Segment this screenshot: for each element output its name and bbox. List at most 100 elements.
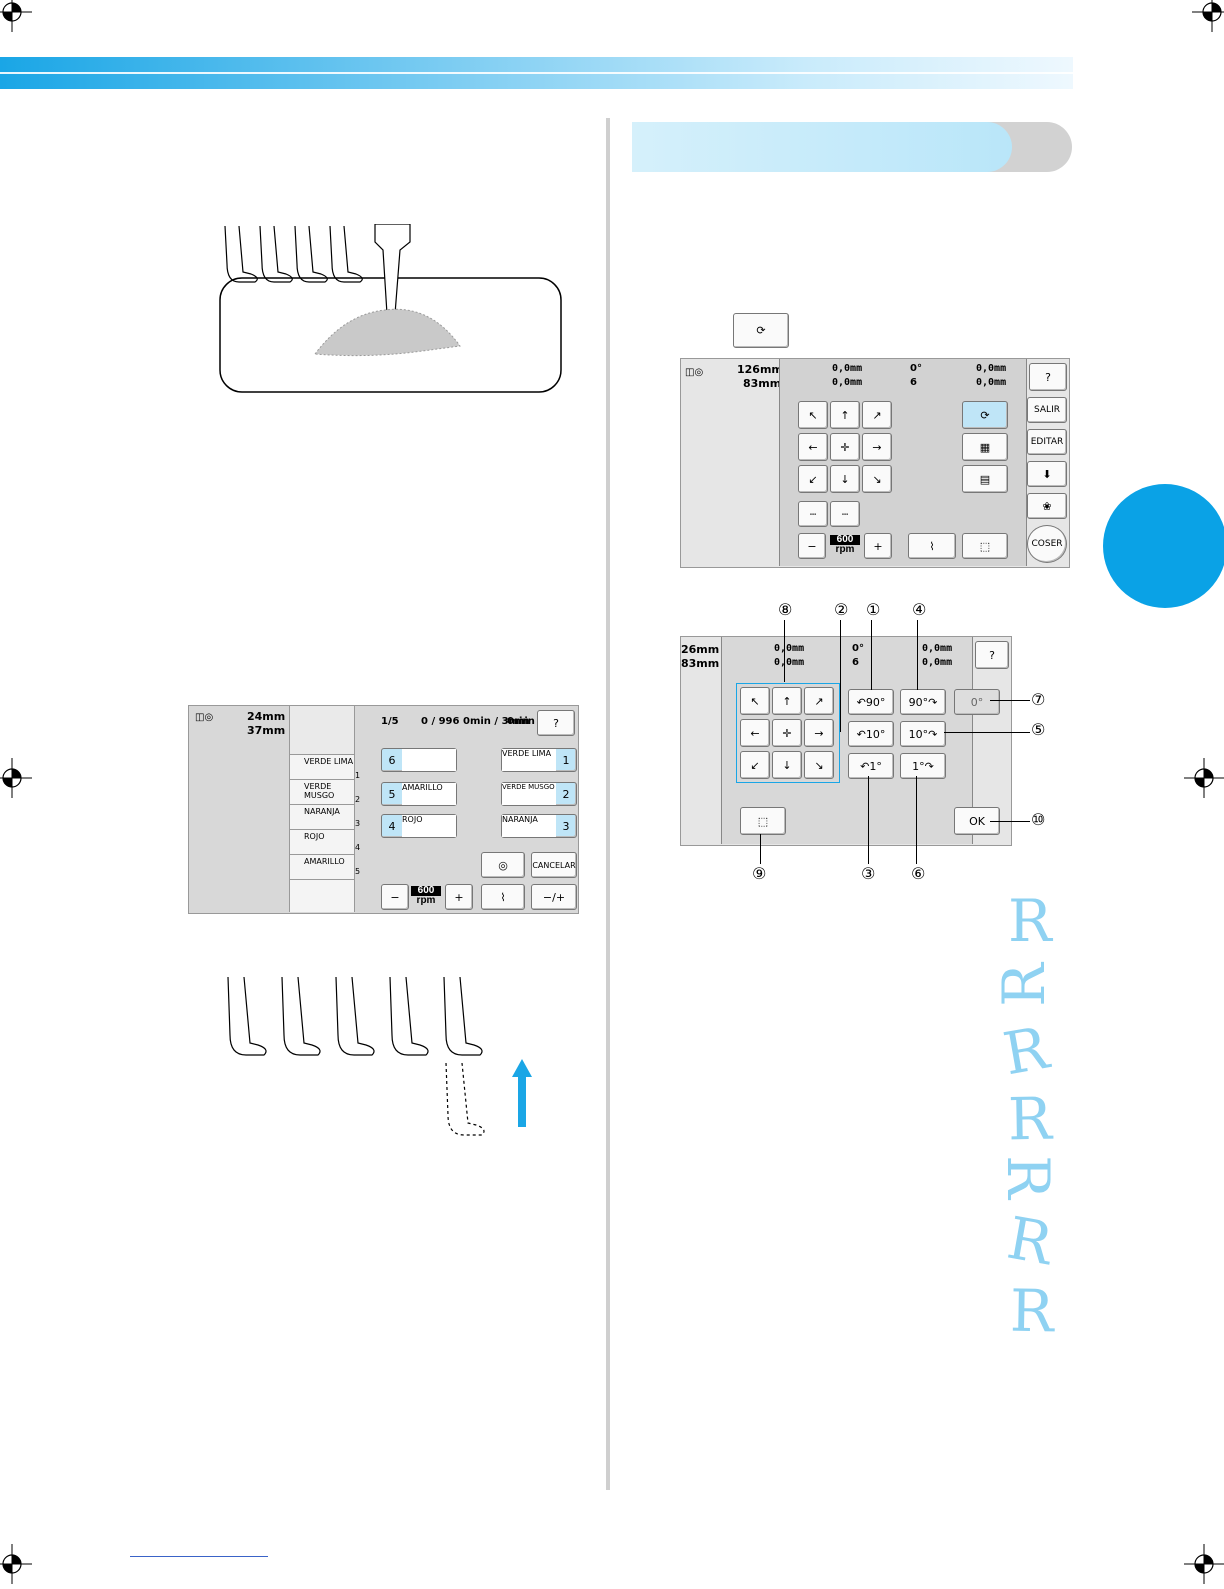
- callout-10: ⑩: [1031, 810, 1046, 829]
- speed-plus-button[interactable]: +: [864, 533, 892, 559]
- rotate-left-10-button[interactable]: ↶10°: [848, 721, 894, 747]
- rotate-right-90-button[interactable]: 90°↷: [900, 689, 946, 715]
- rotate-right-10-button[interactable]: 10°↷: [900, 721, 946, 747]
- move-down-button[interactable]: ↓: [830, 465, 860, 493]
- callout-9: ⑨: [752, 864, 767, 883]
- leader-line: [990, 700, 1030, 701]
- move-down-right-button[interactable]: ↘: [804, 751, 834, 779]
- memory-button[interactable]: ⬇: [1027, 461, 1067, 487]
- move-up-right-button[interactable]: ↗: [862, 401, 892, 429]
- color-order-numbers: 1 2 3 4 5: [355, 771, 361, 876]
- speed-minus-button[interactable]: −: [798, 533, 826, 559]
- move-left-button[interactable]: ←: [798, 433, 828, 461]
- move-down-right-button[interactable]: ↘: [862, 465, 892, 493]
- trim-icon[interactable]: ⌇: [481, 884, 525, 910]
- move-up-left-button[interactable]: ↖: [798, 401, 828, 429]
- crop-mark-bottom-right: [1184, 1544, 1224, 1584]
- needle-adjust-button[interactable]: −/+: [531, 884, 577, 910]
- hoop-icon: ◫◎: [685, 367, 704, 378]
- leader-line: [917, 620, 918, 690]
- thread-table-screen: ◫◎ 24mm 37mm VERDE LIMA VERDE MUSGO NARA…: [188, 705, 579, 914]
- help-button[interactable]: ?: [537, 710, 575, 736]
- move-up-left-button[interactable]: ↖: [740, 687, 770, 715]
- crop-mark-mid-left: [0, 758, 32, 798]
- increase-density-button[interactable]: ┄: [830, 501, 860, 527]
- move-right-button[interactable]: →: [862, 433, 892, 461]
- speed-minus-button[interactable]: −: [381, 884, 409, 910]
- rotation-sample-r: R: [1007, 1084, 1053, 1154]
- rotation-sample-r: R: [1009, 1276, 1055, 1346]
- color-list-item[interactable]: VERDE LIMA: [290, 755, 354, 780]
- callout-3: ③: [861, 864, 876, 883]
- embroidery-button[interactable]: ❀: [1027, 493, 1067, 519]
- rotation-sample-r: R: [1002, 1203, 1058, 1279]
- exit-button[interactable]: SALIR: [1027, 397, 1067, 423]
- rotate-left-90-button[interactable]: ↶90°: [848, 689, 894, 715]
- color-list-item[interactable]: ROJO: [290, 830, 354, 855]
- speed-plus-button[interactable]: +: [445, 884, 473, 910]
- crop-mark-top-left: [0, 0, 32, 32]
- leader-line: [760, 834, 761, 864]
- callout-7: ⑦: [1031, 690, 1046, 709]
- move-center-button[interactable]: ✛: [830, 433, 860, 461]
- size-width: 83mm: [681, 657, 720, 670]
- thread-spool-icon[interactable]: ◎: [481, 852, 525, 878]
- rotate-left-1-button[interactable]: ↶1°: [848, 753, 894, 779]
- help-button[interactable]: ?: [975, 641, 1009, 669]
- leader-line: [868, 776, 869, 864]
- needle-start-button[interactable]: ⌇: [908, 533, 956, 559]
- spool-position-6[interactable]: 6: [381, 748, 457, 772]
- move-down-left-button[interactable]: ↙: [740, 751, 770, 779]
- reset-angle-button[interactable]: 0°: [954, 689, 1000, 715]
- trial-button[interactable]: ⬚: [740, 807, 786, 835]
- leader-line: [840, 620, 841, 732]
- crop-mark-mid-right: [1184, 758, 1224, 798]
- needle-embroidery-illustration: [215, 223, 565, 396]
- rotate-panel: 0,0mm 0,0mm 0° 6 0,0mm 0,0mm ↖ ↑ ↗ ← ✛ →…: [721, 637, 1000, 844]
- rotation-angle: 0°: [852, 643, 864, 654]
- hoop-icon: ◫◎: [195, 712, 214, 723]
- multi-color-button[interactable]: ▤: [962, 465, 1008, 493]
- cancel-button[interactable]: CANCELAR: [531, 852, 577, 878]
- edit-button[interactable]: EDITAR: [1027, 429, 1067, 455]
- array-button[interactable]: ▦: [962, 433, 1008, 461]
- sew-button[interactable]: COSER: [1027, 525, 1067, 563]
- decrease-density-button[interactable]: ┄: [798, 501, 828, 527]
- rotation-sample-r: R: [1008, 887, 1052, 955]
- callout-1: ①: [866, 600, 881, 619]
- move-down-button[interactable]: ↓: [772, 751, 802, 779]
- rotate-button-icon[interactable]: ⟳: [733, 313, 789, 348]
- help-button[interactable]: ?: [1029, 363, 1067, 391]
- color-list-item[interactable]: NARANJA: [290, 805, 354, 830]
- move-up-button[interactable]: ↑: [830, 401, 860, 429]
- color-name: VERDE MUSGO: [304, 782, 335, 800]
- color-list-item[interactable]: VERDE MUSGO: [290, 780, 354, 805]
- rotation-angle: 0°: [910, 363, 922, 374]
- move-down-left-button[interactable]: ↙: [798, 465, 828, 493]
- move-right-button[interactable]: →: [804, 719, 834, 747]
- leader-line: [871, 620, 872, 690]
- color-list-item[interactable]: AMARILLO: [290, 855, 354, 880]
- density-a: 0,0mm: [976, 363, 1007, 374]
- move-up-right-button[interactable]: ↗: [804, 687, 834, 715]
- move-pad-group: [736, 683, 840, 783]
- rotate-button[interactable]: ⟳: [962, 401, 1008, 429]
- trial-button[interactable]: ⬚: [962, 533, 1008, 559]
- rotate-right-1-button[interactable]: 1°↷: [900, 753, 946, 779]
- rotation-sample-r: R: [989, 963, 1058, 1007]
- callout-2: ②: [834, 600, 849, 619]
- move-up-button[interactable]: ↑: [772, 687, 802, 715]
- rotation-sample-r: R: [998, 1013, 1054, 1089]
- offset-x: 0,0mm: [832, 377, 863, 388]
- size-height: 26mm: [681, 643, 720, 656]
- size-width: 83mm: [743, 377, 782, 390]
- leader-line: [944, 732, 1030, 733]
- move-center-button[interactable]: ✛: [772, 719, 802, 747]
- move-left-button[interactable]: ←: [740, 719, 770, 747]
